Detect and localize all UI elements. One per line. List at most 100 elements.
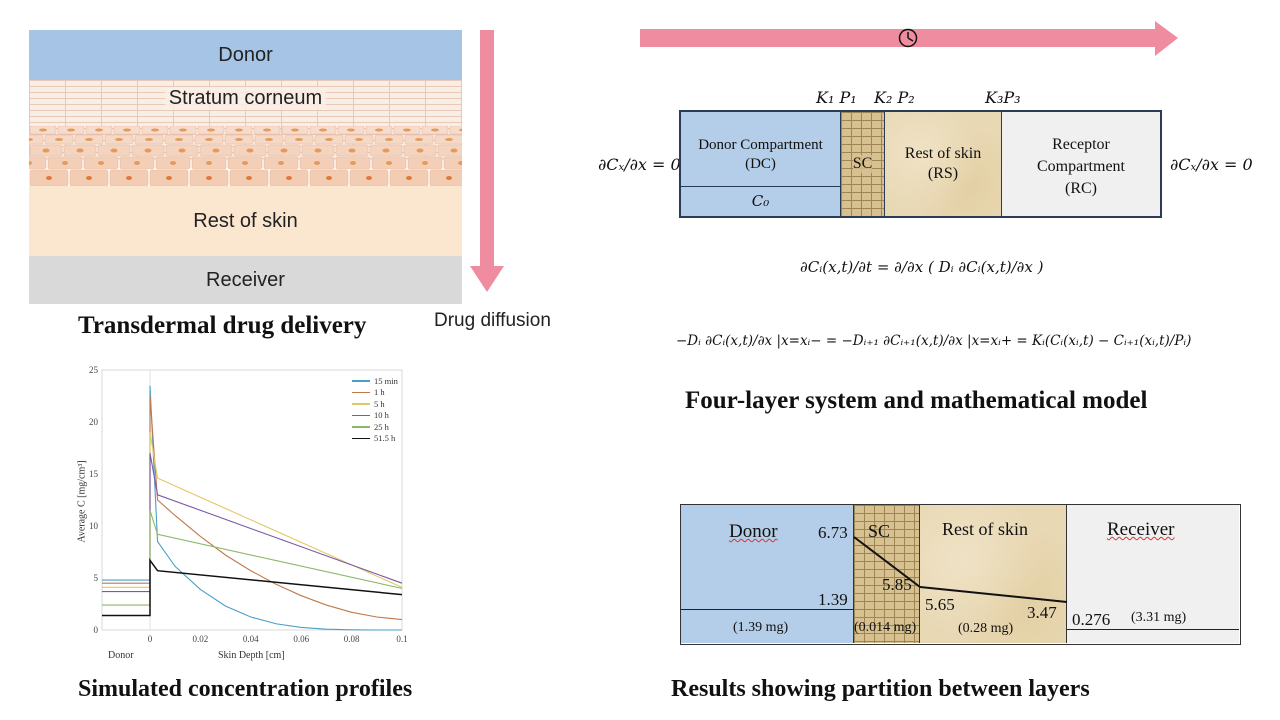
donor-compartment-abbrev: (DC) — [745, 156, 776, 172]
results-caption: Results showing partition between layers — [671, 676, 1090, 702]
chart-legend-label: 5 h — [374, 398, 385, 409]
results-receiver: Receiver 0.276 (3.31 mg) — [1067, 505, 1239, 643]
cell-nucleus — [42, 148, 50, 153]
sc-label: SC — [852, 155, 873, 173]
cell-nucleus — [416, 148, 424, 153]
boundary-condition-right: ∂Cₓ/∂x = 0 — [1170, 155, 1253, 174]
cell-nucleus — [46, 176, 52, 180]
cell-nucleus — [95, 128, 103, 132]
cell-nucleus — [39, 128, 47, 132]
chart-legend-item: 10 h — [352, 410, 398, 422]
interface-label-3: K₃P₃ — [985, 88, 1021, 107]
results-receiver-level-value: 0.276 — [1072, 610, 1111, 629]
chart-caption: Simulated concentration profiles — [78, 676, 413, 702]
cell-nucleus — [206, 161, 212, 165]
interface-equation: −Dᵢ ∂Cᵢ(x,t)/∂x |x=xᵢ− = −Dᵢ₊₁ ∂Cᵢ₊₁(x,t… — [676, 333, 1192, 349]
receptor-compartment: Receptor Compartment (RC) — [1002, 112, 1160, 216]
cell-nucleus — [386, 161, 392, 165]
donor-layer: Donor — [29, 30, 462, 80]
receptor-label-line1: Receptor — [1052, 136, 1110, 153]
chart-x-tick-label: 0.08 — [344, 634, 360, 644]
stratum-corneum-label: Stratum corneum — [164, 87, 327, 110]
diffusion-equation: ∂Cᵢ(x,t)/∂t = ∂/∂x ( Dᵢ ∂Cᵢ(x,t)/∂x ) — [800, 258, 1044, 276]
skin-cell — [443, 156, 462, 170]
results-receiver-level-line — [1067, 629, 1239, 630]
chart-x-tick-label: 0.1 — [396, 634, 407, 644]
results-donor-label: Donor — [729, 521, 778, 542]
cell-nucleus — [385, 138, 393, 141]
transdermal-caption: Transdermal drug delivery — [78, 312, 367, 339]
cell-nucleus — [348, 148, 356, 153]
cell-nucleus — [415, 138, 423, 141]
chart-legend-label: 51.5 h — [374, 433, 396, 444]
cell-nucleus — [263, 128, 271, 132]
rest-compartment-label: Rest of skin — [904, 145, 982, 162]
chart-y-tick-label: 5 — [94, 573, 99, 583]
cell-nucleus — [235, 128, 243, 132]
chart-legend-item: 15 min — [352, 375, 398, 387]
cell-nucleus — [450, 148, 458, 153]
chart-legend-item: 1 h — [352, 387, 398, 399]
drug-diffusion-arrow — [470, 30, 504, 292]
c0-compartment: C₀ — [681, 186, 841, 216]
cell-nucleus — [206, 176, 212, 180]
cell-nucleus — [212, 148, 220, 153]
chart-x-tick-label: 0.02 — [193, 634, 209, 644]
cell-nucleus — [382, 148, 390, 153]
cell-nucleus — [170, 161, 176, 165]
results-diagram: Donor 6.73 1.39 (1.39 mg) SC 5.85 (0.014… — [680, 504, 1241, 645]
results-donor-top-value: 6.73 — [818, 523, 848, 542]
chart-series-line — [102, 432, 403, 588]
chart-y-tick-label: 0 — [94, 625, 99, 635]
chart-legend-swatch — [352, 380, 370, 382]
chart-y-tick-label: 10 — [89, 521, 99, 531]
chart-legend-label: 1 h — [374, 387, 385, 398]
cell-nucleus — [126, 176, 132, 180]
receiver-layer: Receiver — [29, 256, 462, 304]
cell-nucleus — [115, 138, 123, 141]
donor-layer-label: Donor — [218, 43, 273, 66]
cell-nucleus — [355, 138, 363, 141]
cell-nucleus — [295, 138, 303, 141]
cell-nucleus — [205, 138, 213, 141]
cell-nucleus — [326, 176, 332, 180]
cell-nucleus — [179, 128, 187, 132]
rest-of-skin-layer: Rest of skin — [29, 186, 462, 256]
results-donor-level-line — [681, 609, 854, 610]
cell-nucleus — [178, 148, 186, 153]
interface-label-2: K₂ P₂ — [874, 88, 915, 107]
rest-of-skin-compartment: Rest of skin (RS) — [885, 112, 1002, 216]
cell-nucleus — [459, 128, 462, 132]
cell-nucleus — [29, 161, 32, 165]
cell-nucleus — [62, 161, 68, 165]
cell-nucleus — [350, 161, 356, 165]
chart-legend-swatch — [352, 391, 370, 393]
rest-of-skin-label: Rest of skin — [193, 209, 298, 232]
chart-y-tick-label: 20 — [89, 417, 99, 427]
skin-cells — [29, 126, 462, 186]
cell-nucleus — [458, 161, 462, 165]
chart-legend-swatch — [352, 414, 370, 416]
cell-nucleus — [319, 128, 327, 132]
model-caption: Four-layer system and mathematical model — [685, 387, 1148, 414]
cell-nucleus — [85, 138, 93, 141]
skin-cell — [449, 126, 462, 135]
cell-nucleus — [67, 128, 75, 132]
results-sc-bottom-value: 5.85 — [882, 575, 912, 594]
chart-x-tick-label: 0 — [148, 634, 153, 644]
cell-nucleus — [29, 138, 33, 141]
cell-nucleus — [151, 128, 159, 132]
skin-cell — [29, 156, 47, 170]
cell-nucleus — [375, 128, 383, 132]
receptor-label-line2: Compartment — [1037, 158, 1125, 175]
receptor-abbrev: (RC) — [1065, 180, 1097, 197]
cell-nucleus — [76, 148, 84, 153]
chart-series-line — [102, 395, 403, 621]
chart-legend-item: 25 h — [352, 421, 398, 433]
skin-cell — [29, 134, 44, 145]
cell-nucleus — [246, 176, 252, 180]
cell-nucleus — [235, 138, 243, 141]
sc-compartment: SC — [841, 112, 885, 216]
results-sc-label: SC — [868, 521, 891, 541]
